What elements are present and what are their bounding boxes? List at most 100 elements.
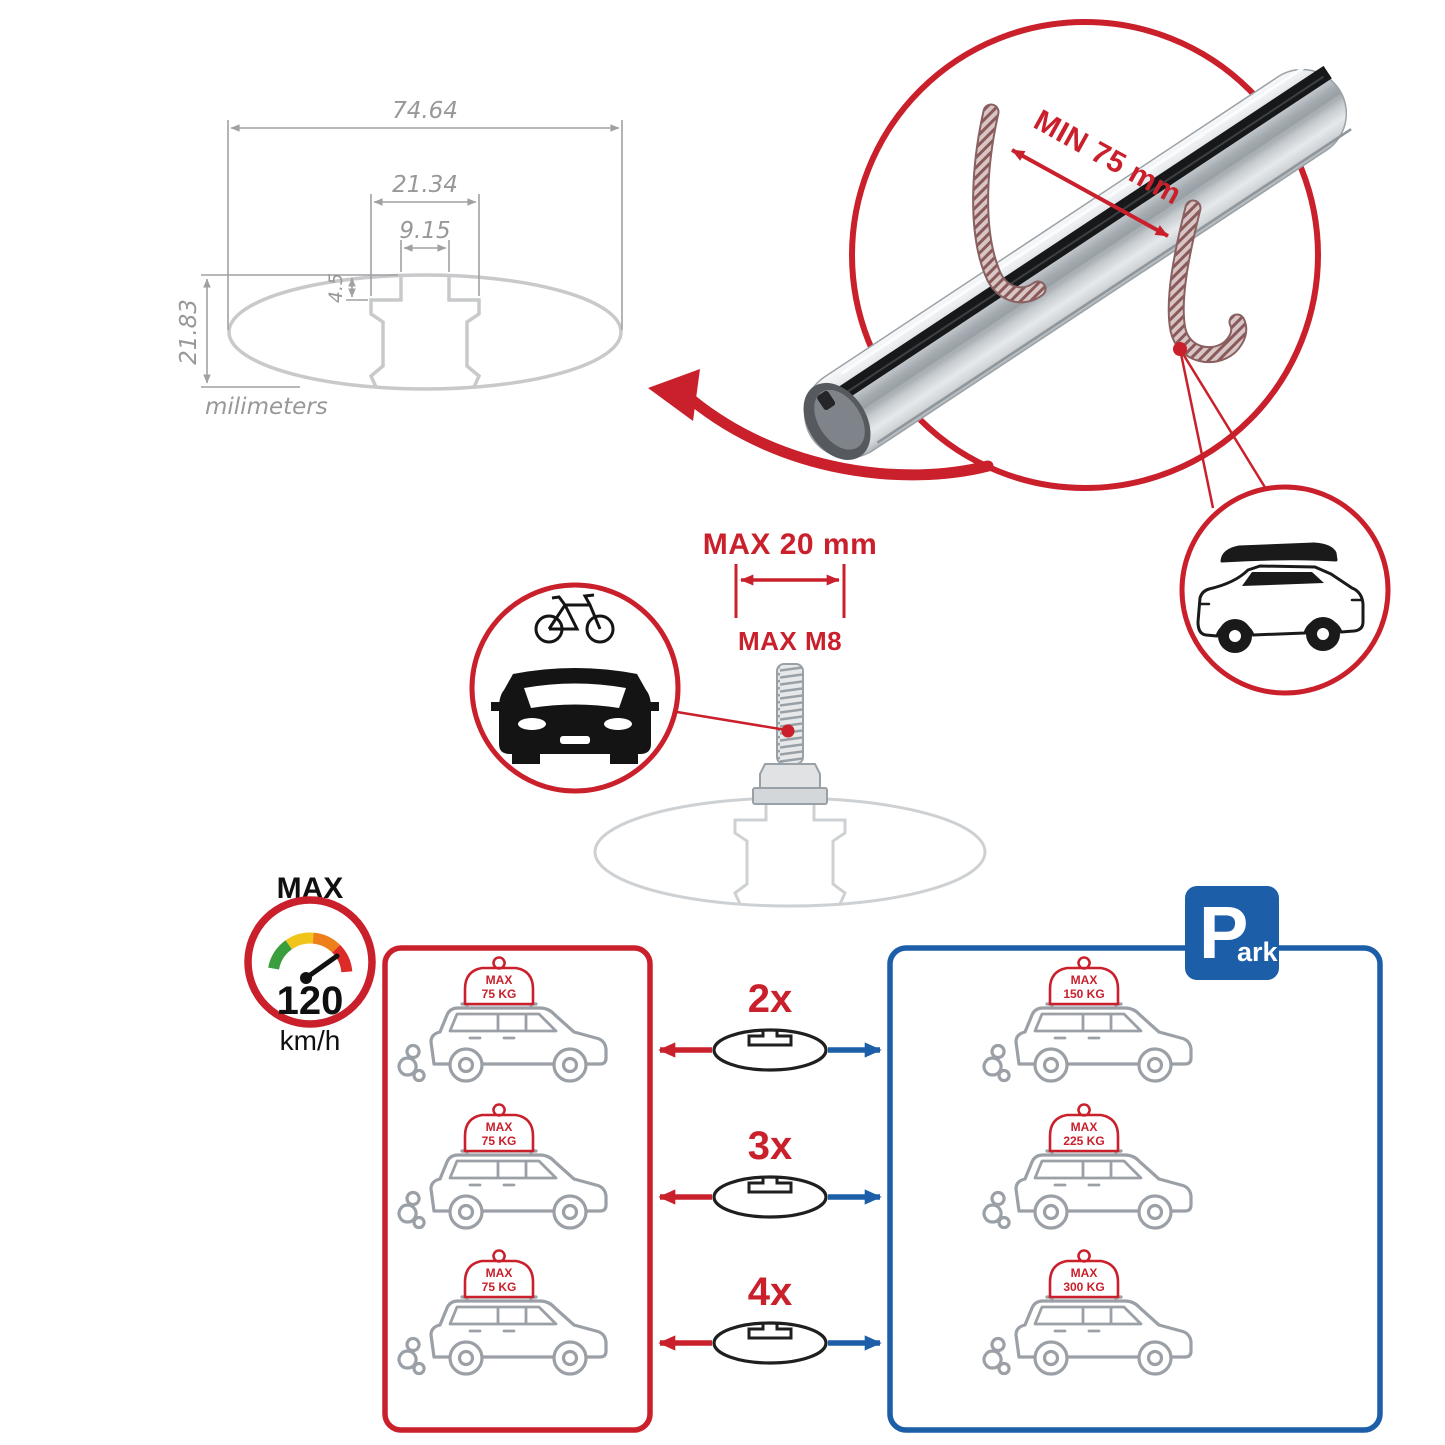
badge-weight: 300 KG [1063, 1280, 1104, 1294]
parked-car-2 [982, 1149, 1193, 1230]
hook-right [1169, 201, 1246, 362]
profile-channel [368, 275, 482, 388]
roofbox-car-circle [1179, 484, 1391, 696]
gauge-arc-yellow [285, 932, 314, 950]
windshield [524, 683, 626, 708]
car-wheels [1218, 617, 1340, 653]
roof-load-badge-right-1: MAX 150 KG [1048, 956, 1120, 1006]
crossbar-oval-icon [712, 1175, 828, 1219]
park-sign: P ark [1185, 886, 1279, 980]
dim-label-total-height: 21.83 [176, 299, 202, 365]
profile-ellipse-gray [593, 796, 987, 908]
extension-lines [227, 120, 623, 330]
dim-label-slot-depth: 4.5 [325, 273, 347, 303]
speed-units: km/h [280, 1025, 341, 1056]
badge-max: MAX [486, 973, 513, 987]
speed-value: 120 [277, 979, 344, 1023]
profile-channel-gray [733, 798, 847, 905]
park-sign-ark: ark [1237, 937, 1279, 967]
extension-lines [400, 240, 450, 272]
groove-inner-line [837, 75, 1325, 399]
badge-weight: 75 KG [482, 987, 517, 1001]
car-windows [1242, 572, 1324, 586]
parked-car-1 [982, 1002, 1193, 1083]
extension-lines [370, 194, 480, 296]
crossbar-oval-slot [747, 1030, 793, 1047]
grill [560, 736, 590, 744]
roof-load-badge-right-2: MAX 225 KG [1048, 1103, 1120, 1153]
badge-max: MAX [486, 1120, 513, 1134]
mounting-hooks [972, 103, 1248, 364]
bike-frame [547, 593, 602, 631]
bolt-pointer-dot [781, 724, 795, 738]
dimension-slot-width: 9.15 [399, 218, 451, 272]
dimension-slot-depth: 4.5 [201, 273, 398, 303]
capacity-comparison: MAX 120 km/h P ark MAX 75 KG [244, 872, 1383, 1433]
bar-detail-circle: MIN 75 mm [648, 19, 1352, 509]
front-wheels [512, 754, 638, 764]
gauge-arc-orange [312, 932, 341, 953]
bolt-dim-extension-lines [734, 564, 846, 618]
bar-bottom-shade [876, 128, 1352, 444]
extension-lines [201, 274, 398, 301]
gauge-hub [300, 972, 312, 984]
badge-shape [463, 1249, 535, 1299]
badge-shape [1048, 1249, 1120, 1299]
cross-section-diagram: 74.64 21.34 9.15 4.5 21.83 milimeters [176, 98, 623, 420]
bolt-pointer-line [676, 710, 787, 732]
profile-ellipse [227, 273, 623, 391]
gauge-needle [303, 953, 340, 981]
crossbar-oval-slot [747, 1323, 793, 1340]
parked-panel-border [887, 945, 1383, 1433]
driving-car-1 [397, 1002, 608, 1083]
roof-load-badge-left-1: MAX 75 KG [463, 956, 535, 1006]
aluminum-crossbar [803, 63, 1352, 460]
bar-end-slot [817, 390, 836, 410]
bolt-spec-diagram: MAX 20 mm MAX M8 [469, 528, 987, 908]
curved-arrow-head [648, 369, 700, 421]
badge-shape [1048, 956, 1120, 1006]
bolt-collar [759, 763, 821, 789]
badge-max: MAX [1071, 1120, 1098, 1134]
driving-car-3 [397, 1295, 608, 1376]
roof-box [1220, 542, 1338, 563]
units-label: milimeters [205, 394, 328, 420]
multiplier-row-2: 3x [658, 1124, 882, 1219]
t-bolt [752, 663, 828, 805]
bike-car-circle [469, 582, 681, 794]
crossbar-oval-icon [712, 1028, 828, 1072]
max-length-label: MAX 20 mm [703, 528, 878, 561]
crossbar-oval-slot [747, 1177, 793, 1194]
badge-weight: 75 KG [482, 1280, 517, 1294]
headlights [518, 718, 632, 730]
badge-shape [463, 1103, 535, 1153]
gauge-arc-green [268, 940, 293, 970]
bike-on-car-icon [491, 593, 659, 764]
badge-max: MAX [486, 1266, 513, 1280]
driving-car-2 [397, 1149, 608, 1230]
driving-panel-border [382, 945, 653, 1433]
badge-max: MAX [1071, 1266, 1098, 1280]
speed-limit-gauge: MAX 120 km/h [244, 872, 376, 1056]
suv-with-roofbox-icon [1196, 542, 1365, 653]
dimension-channel-width: 21.34 [370, 172, 480, 296]
badge-shape [1048, 1103, 1120, 1153]
pointer-arrow-to-profile [648, 369, 994, 481]
car-front-icon [491, 668, 659, 764]
multiplier-row-1: 2x [658, 977, 882, 1072]
bike-icon [534, 593, 615, 644]
multiplier-row-3: 4x [658, 1270, 882, 1365]
roof-load-badge-right-3: MAX 300 KG [1048, 1249, 1120, 1299]
hook-left [974, 105, 1045, 302]
roof-load-badge-left-3: MAX 75 KG [463, 1249, 535, 1299]
park-sign-p: P [1199, 891, 1248, 974]
roof-load-badge-left-2: MAX 75 KG [463, 1103, 535, 1153]
park-sign-plate [1185, 886, 1279, 980]
dimension-total-height: 21.83 [176, 278, 300, 388]
multiplier-label: 3x [748, 1124, 793, 1168]
dim-label-total-width: 74.64 [392, 98, 458, 124]
multiplier-label: 4x [748, 1270, 793, 1314]
dim-label-channel-width: 21.34 [392, 172, 458, 198]
